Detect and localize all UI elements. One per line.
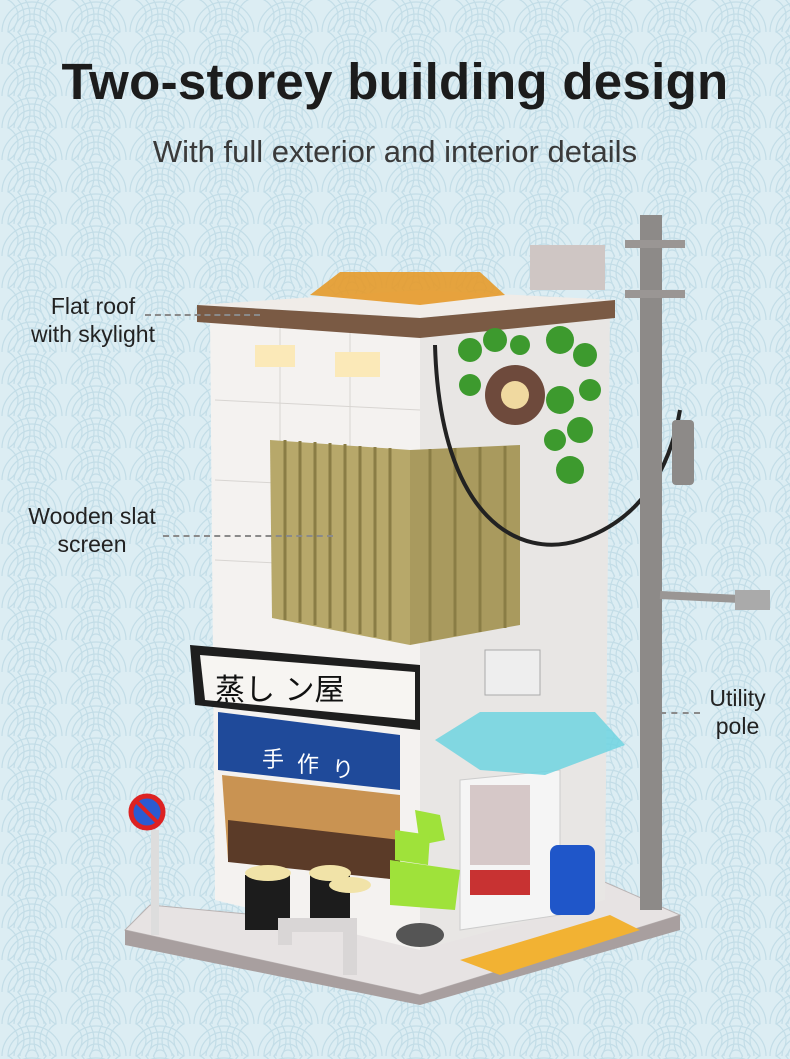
- skylight: [310, 272, 505, 305]
- callout-flat-roof: Flat roof with skylight: [18, 292, 168, 348]
- callout-utility-pole-line1: Utility: [709, 685, 766, 711]
- tree: [390, 810, 460, 910]
- banner-char-2: 作: [297, 753, 319, 778]
- page-title: Two-storey building design: [61, 53, 729, 110]
- callout-slat-screen-line1: Wooden slat: [28, 503, 156, 529]
- awning: [435, 712, 625, 775]
- blue-barrel: [550, 845, 595, 915]
- banner-char-3: り: [332, 758, 354, 783]
- callout-flat-roof-leader: [145, 314, 260, 316]
- callout-utility-pole-line2: pole: [715, 713, 760, 739]
- flat-roof: [197, 290, 615, 318]
- callout-flat-roof-line1: Flat roof: [50, 293, 136, 319]
- banner-char-1: 手: [262, 748, 284, 773]
- callout-flat-roof-line2: with skylight: [31, 321, 155, 347]
- callout-utility-pole: Utility pole: [700, 684, 775, 740]
- ivy-plants: [458, 326, 601, 484]
- callout-slat-screen: Wooden slat screen: [12, 502, 172, 558]
- callout-utility-pole-leader: [660, 712, 700, 714]
- callout-slat-screen-line2: screen: [57, 531, 127, 557]
- utility-pole-graphic: [625, 215, 770, 910]
- callout-slat-screen-leader: [163, 535, 333, 537]
- shop-sign-text: 蒸し ン屋: [215, 673, 345, 708]
- yellow-tiles: [460, 915, 640, 975]
- page-subtitle: With full exterior and interior details: [152, 134, 638, 169]
- wooden-slat-screen: [270, 440, 520, 645]
